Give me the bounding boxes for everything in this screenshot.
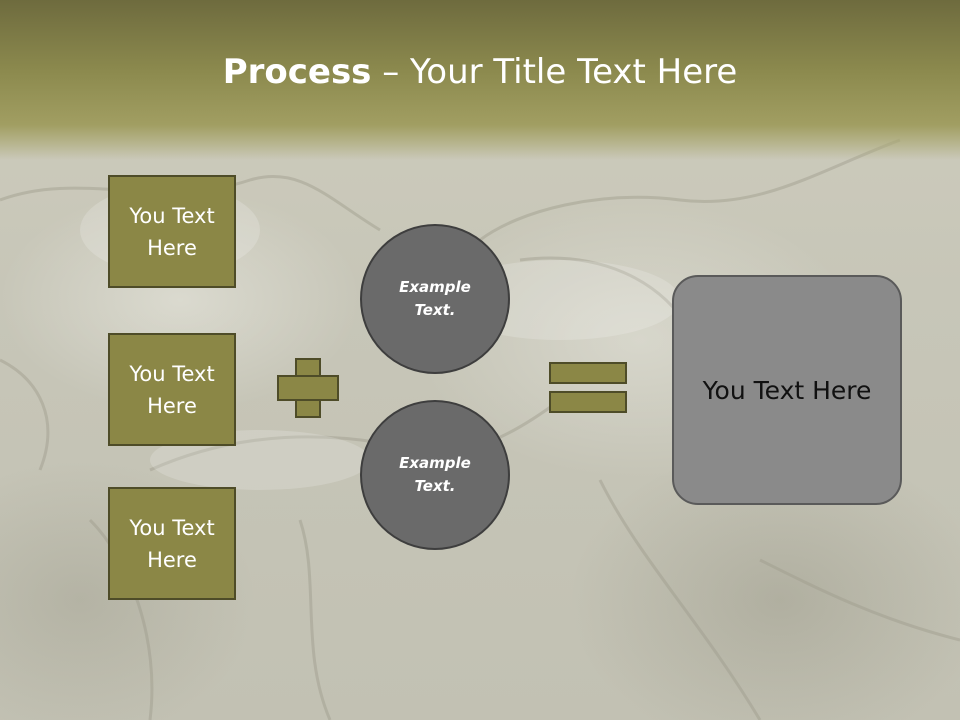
slide-title: Process – Your Title Text Here [0, 52, 960, 92]
plus-center [297, 377, 319, 399]
header-band [0, 0, 960, 160]
title-bold: Process [222, 52, 372, 92]
text-box-2-line2: Here [147, 393, 197, 418]
circle-1-line2: Text. [414, 301, 456, 319]
title-rest: – Your Title Text Here [371, 52, 738, 92]
equals-bottom-bar [549, 391, 627, 413]
text-box-3-line2: Here [147, 547, 197, 572]
circle-2-line1: Example [399, 454, 471, 472]
circle-2-line2: Text. [414, 477, 456, 495]
text-box-3-line1: You Text [129, 515, 215, 540]
text-box-2-line1: You Text [129, 361, 215, 386]
result-box: You Text Here [672, 275, 902, 505]
text-box-1-line2: Here [147, 235, 197, 260]
result-text: You Text Here [702, 375, 872, 405]
circle-1-line1: Example [399, 278, 471, 296]
equals-top-bar [549, 362, 627, 384]
text-box-1-line1: You Text [129, 203, 215, 228]
